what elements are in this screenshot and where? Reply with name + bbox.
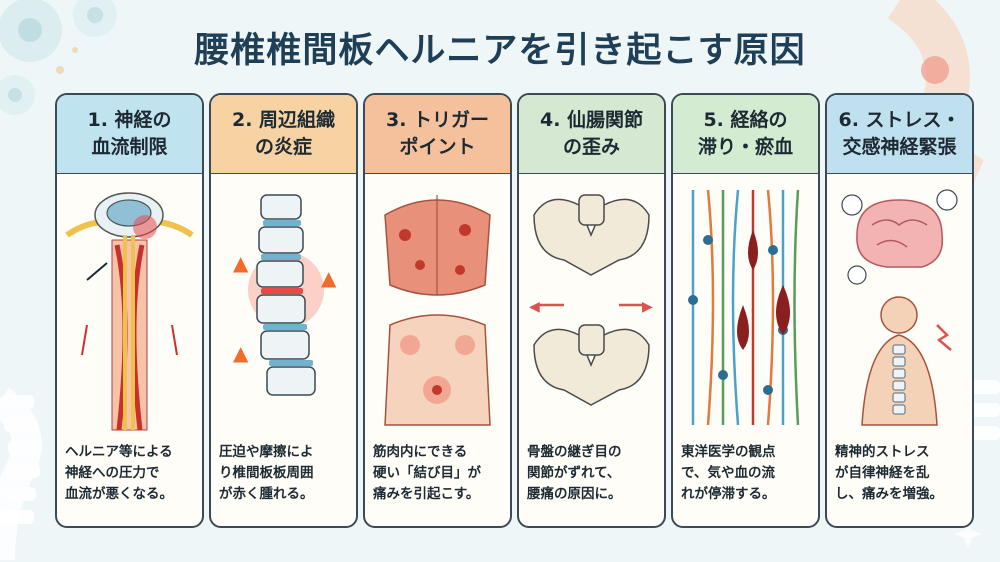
panel-description: ヘルニア等による 神経への圧力で 血流が悪くなる。 (65, 444, 173, 502)
sparkle-icon (954, 520, 982, 548)
pain-glow-right (921, 56, 949, 84)
spine-inflammation-illustration: ▲ ▲ ▲ (233, 194, 337, 396)
panel-description: 精神的ストレス が自律神経を乱 し、痛みを増強。 (835, 444, 943, 502)
cause-panel-2: 2. 周辺組織 の炎症 ▲ ▲ ▲ 圧迫や摩擦によ り椎間板板周囲 が赤く腫れる… (209, 93, 358, 528)
stress-nervous-illustration (841, 189, 958, 426)
panel-description: 東洋医学の観点 で、気や血の流 れが停滞する。 (681, 444, 776, 502)
cause-panel-4: 4. 仙腸関節 の歪み ◀ ▶ 骨盤の継ぎ目の 関節がずれて、 腰痛の原因に。 (517, 93, 666, 528)
panel-description: 筋肉内にできる 硬い「結び目」が 痛みを引起こす。 (373, 444, 481, 502)
cause-panel-3: 3. トリガー ポイント 筋肉内にできる 硬い「結び目」が 痛みを引起こす。 (363, 93, 512, 528)
panel-description: 骨盤の継ぎ目の 関節がずれて、 腰痛の原因に。 (527, 444, 622, 502)
panel-heading: 6. ストレス・ 交感神経緊張 (827, 95, 972, 174)
svg-text:▶: ▶ (642, 299, 653, 315)
svg-text:◀: ◀ (529, 299, 540, 315)
svg-text:▲: ▲ (321, 266, 337, 290)
panel-heading: 5. 経絡の 滞り・瘀血 (673, 95, 818, 174)
cause-panel-5: 5. 経絡の 滞り・瘀血 東洋医学の観点 で、気や血の流 れが停滞する。 (671, 93, 820, 528)
nerve-blood-flow-illustration (65, 192, 194, 431)
cause-panel-1: 1. 神経の 血流制限 ヘルニア等による 神経への圧力で 血流が悪くなる。 (55, 93, 204, 528)
trigger-point-illustration (384, 195, 491, 426)
pelvis-distortion-illustration: ◀ ▶ (529, 194, 653, 406)
panel-heading: 2. 周辺組織 の炎症 (211, 95, 356, 174)
svg-text:▲: ▲ (233, 251, 249, 275)
panel-heading: 4. 仙腸関節 の歪み (519, 95, 664, 174)
panel-heading: 1. 神経の 血流制限 (57, 95, 202, 174)
panel-description: 圧迫や摩擦によ り椎間板板周囲 が赤く腫れる。 (219, 444, 314, 502)
vertebrae-left (0, 395, 42, 524)
page-title: 腰椎椎間板ヘルニアを引き起こす原因 (194, 31, 806, 71)
cells-decoration (0, 0, 117, 115)
svg-text:▲: ▲ (233, 341, 249, 365)
panel-heading: 3. トリガー ポイント (365, 95, 510, 174)
meridian-flow-illustration (688, 189, 800, 426)
cause-panel-6: 6. ストレス・ 交感神経緊張 精神的ストレス が自律神経を乱 し、痛みを増強。 (825, 93, 974, 528)
